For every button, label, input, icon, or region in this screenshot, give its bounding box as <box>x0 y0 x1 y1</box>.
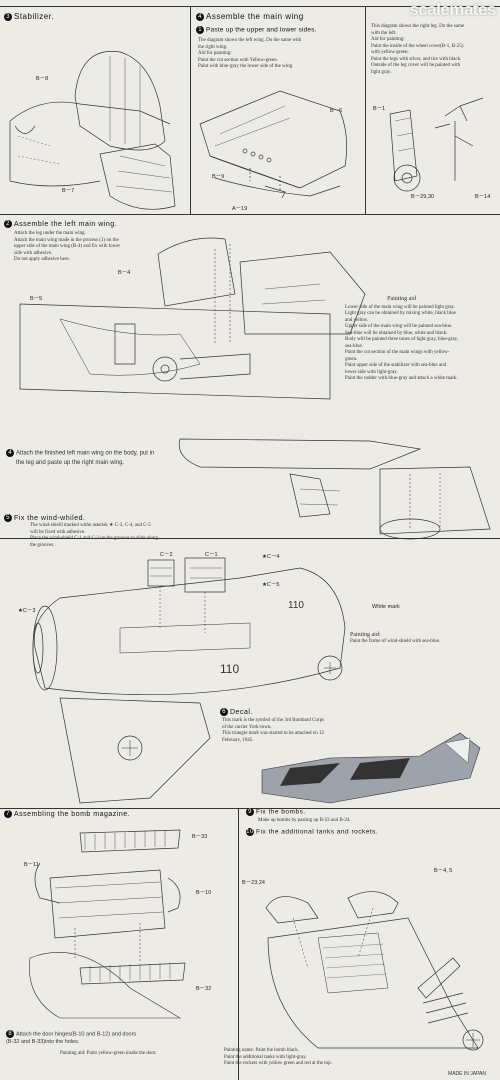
part-label: B－11 <box>24 862 39 868</box>
part-label: B－5 <box>30 296 43 302</box>
step-2-badge: 2 <box>4 220 12 228</box>
leg-text: This diagram shows the right leg. Do the… <box>371 24 465 75</box>
step-1-badge: 1 <box>196 26 204 34</box>
windshield-paint: Painting aid: Paint the frame of wind-sh… <box>350 632 441 644</box>
part-label: B－4 <box>118 270 131 276</box>
attach-wing-diagram <box>178 438 491 540</box>
white-mark-label: White mark <box>372 604 400 610</box>
part-label: B－6 <box>330 108 343 114</box>
step-5-badge: 5 <box>4 514 12 522</box>
part-label: B－8 <box>36 76 49 82</box>
divider-row3 <box>0 538 500 539</box>
watermark-logo: scalemates <box>409 0 496 19</box>
made-in-japan: MADE IN JAPAN <box>448 1071 486 1077</box>
part-label: B－32 <box>196 986 212 992</box>
part-label: B－9 <box>212 174 225 180</box>
divider-top-right <box>365 6 366 214</box>
windshield-text: The wind-shield marked withe asterisk ★ … <box>30 523 158 548</box>
part-label: A－19 <box>232 206 248 212</box>
step-10-badge: 10 <box>246 828 254 836</box>
divider-top <box>0 6 500 7</box>
left-wing-diagram <box>19 237 366 400</box>
part-label: B－14 <box>475 194 491 200</box>
leg-diagram <box>389 97 484 192</box>
part-label: ★C－5 <box>262 582 280 588</box>
divider-top-left <box>190 6 191 214</box>
windshield-diagram: 110 110 <box>32 557 346 696</box>
step-3-badge: 3 <box>4 12 12 21</box>
step-8-badge: 8 <box>6 1030 14 1038</box>
part-label: ★C－4 <box>262 554 280 560</box>
bombs-line: Make up bombs by pasting up B-23 and B-2… <box>258 818 351 823</box>
step-7-badge: 7 <box>4 810 12 818</box>
main-wing-text: The diagram shows the left wing. Do the … <box>198 38 302 69</box>
leg-panel: This diagram shows the right leg. Do the… <box>365 6 500 214</box>
bomb-magazine-paint: Painting aid: Paint yellow-green inside … <box>60 1051 157 1056</box>
part-label: C－2 <box>160 552 173 558</box>
step-4-badge: 4 <box>196 12 204 21</box>
step-4b-badge: 4 <box>6 449 14 457</box>
painting-aid: Painting aid Lower side of the main wing… <box>345 296 459 381</box>
bombs-diagram <box>265 891 484 1051</box>
part-label: ★C－3 <box>18 608 36 614</box>
part-label: B－23,24 <box>242 880 265 886</box>
decal-text: This mark is the symbol of the 3rd Bomba… <box>222 718 325 743</box>
divider-bottom <box>238 808 239 1080</box>
part-label: C－1 <box>205 552 218 558</box>
stabilizer-diagram <box>9 51 176 210</box>
divider-row2 <box>0 214 500 215</box>
fuselage-code-lower: 110 <box>220 662 239 676</box>
part-label: B－7 <box>62 188 75 194</box>
step-9-badge: 9 <box>246 808 254 816</box>
part-label: B－4, 5 <box>434 868 453 874</box>
step-6-badge: 6 <box>220 708 228 716</box>
part-label: B－33 <box>192 834 208 840</box>
left-wing-text: Attach the leg under the main wing. Atta… <box>14 231 121 262</box>
main-wing-diagram <box>199 90 347 199</box>
part-label: B－1 <box>373 106 386 112</box>
bomb-magazine-diagram <box>29 829 186 1019</box>
part-label: B－10 <box>196 890 212 896</box>
part-label: B－29,30 <box>411 194 434 200</box>
bombs-paint: Painting name: Paint the bomb black. Pai… <box>224 1048 332 1066</box>
fuselage-code: 110 <box>288 600 304 611</box>
painting-aid-title: Painting aid <box>387 296 416 302</box>
wing-and-decal-diagram <box>59 697 481 804</box>
